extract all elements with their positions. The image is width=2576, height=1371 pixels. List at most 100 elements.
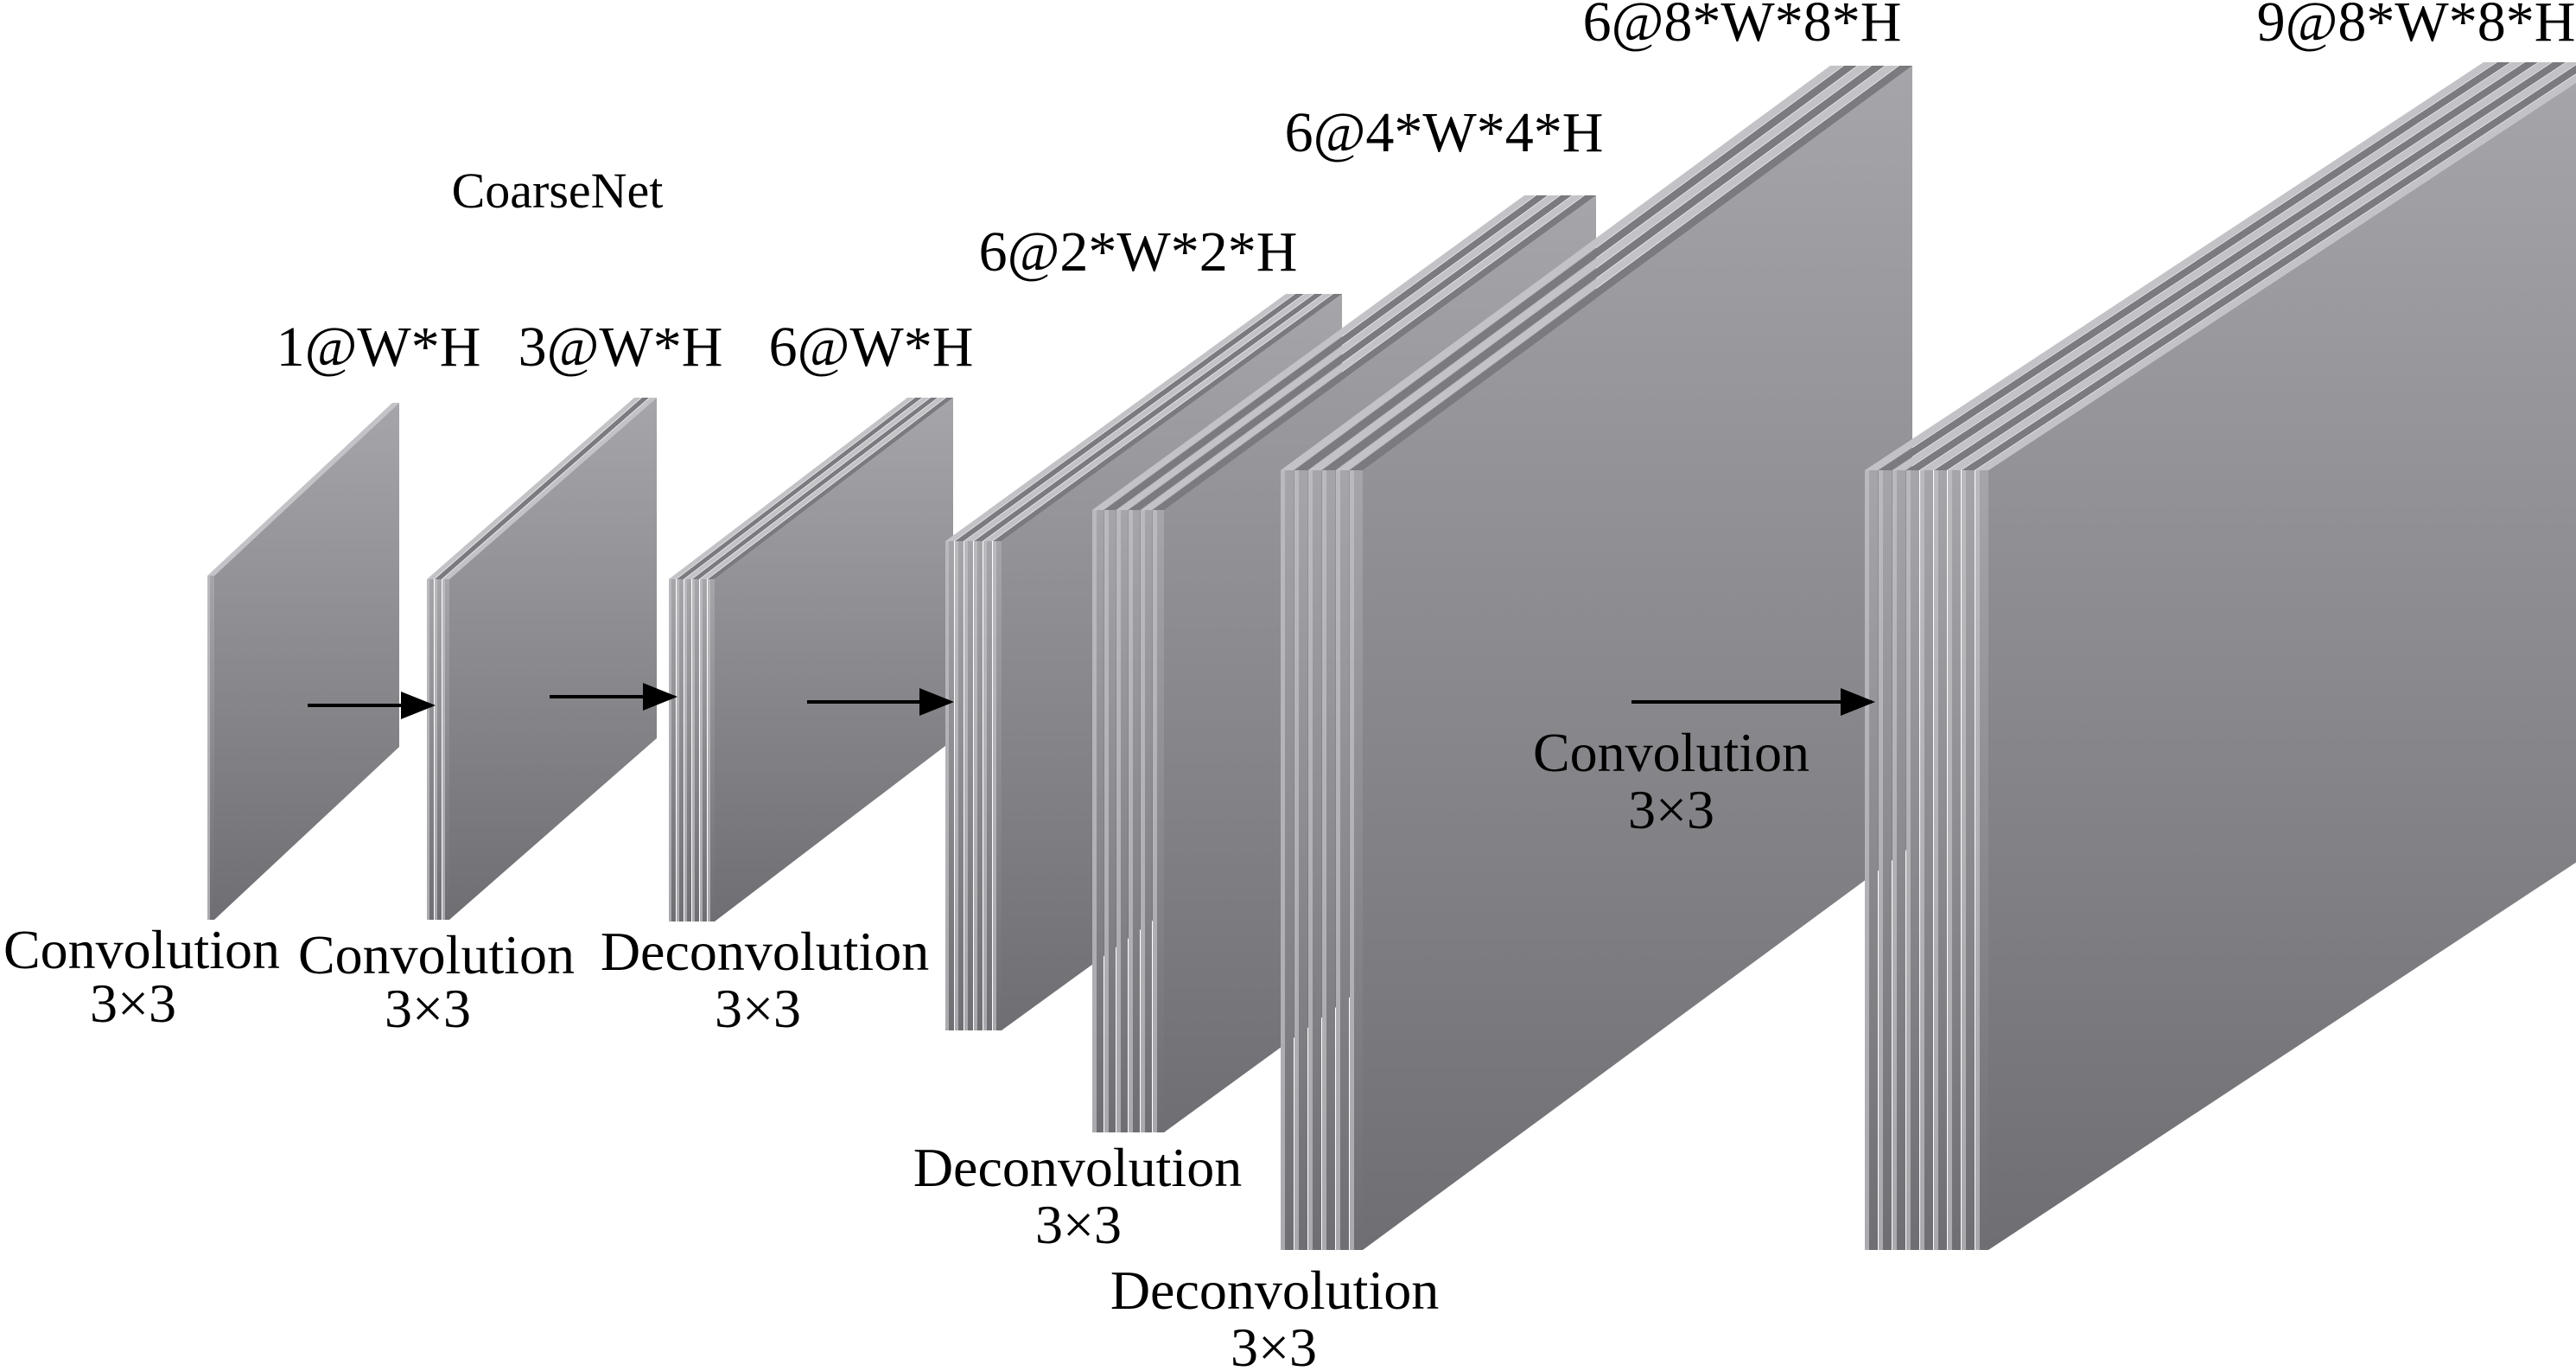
feature-map-channel-highlight [1350,470,1354,1250]
feature-map-channel [708,579,715,921]
op-6-kernel: 3×3 [1628,779,1714,840]
feature-map-top-edge [955,294,1304,541]
feature-map-channel-highlight [700,579,703,921]
feature-map-top-edge [1153,195,1596,510]
feature-map-channel-highlight [442,579,445,920]
feature-map-stack-1 [207,403,399,920]
feature-map-channel-highlight [1948,470,1952,1250]
feature-map-channel-highlight [1092,510,1097,1132]
op-3-kernel: 3×3 [715,978,801,1039]
feature-map-channel-highlight [1865,470,1869,1250]
feature-map-top-edge [1865,62,2496,470]
feature-map-channel-highlight [1141,510,1145,1132]
feature-map-channel-highlight [677,579,679,921]
op-1-kernel: 3×3 [90,972,176,1034]
feature-map-channel-highlight [1308,470,1313,1250]
layer-label-4: 6@2*W*2*H [979,220,1298,284]
feature-map-channel [677,579,684,921]
layer-label-7: 9@8*W*8*H [2257,0,2576,54]
feature-map-channel-highlight [1975,470,1980,1250]
feature-map-top-edge [1948,62,2576,470]
feature-map-top-edge [964,294,1313,541]
feature-map-channel-highlight [1906,470,1911,1250]
feature-map-channel [207,576,214,920]
feature-map-channel [964,541,973,1030]
op-4-kernel: 3×3 [1035,1194,1122,1255]
feature-map-channel-highlight [1116,510,1121,1132]
feature-map-channel-highlight [955,541,958,1030]
feature-map-channel [974,541,983,1030]
feature-map-channel [955,541,964,1030]
feature-map-top-edge [1116,195,1560,510]
feature-map-top-edge [974,294,1323,541]
layer-label-5: 6@4*W*4*H [1285,101,1604,164]
layer-label-2: 3@W*H [518,316,723,379]
diagram-title: CoarseNet [452,163,664,219]
feature-map-face [1988,82,2576,1250]
feature-map-channel-highlight [708,579,710,921]
feature-map-channel [700,579,707,921]
feature-map-stack-4 [945,294,1342,1030]
feature-map-top-edge [207,403,399,576]
op-3-name: Deconvolution [601,921,929,982]
feature-map-top-edge [1350,66,1912,470]
feature-map-top-edge [1129,195,1572,510]
feature-map-stack-3 [669,398,953,921]
feature-map-top-edge [708,398,953,579]
feature-map-channel [669,579,676,921]
feature-map-channel-highlight [427,579,429,920]
feature-map-channel-highlight [1322,470,1326,1250]
feature-map-top-edge [1092,195,1536,510]
feature-map-channel-highlight [1879,470,1883,1250]
feature-map-channel-highlight [692,579,695,921]
feature-map-top-edge [700,398,945,579]
feature-map-top-edge [669,398,914,579]
op-5-kernel: 3×3 [1231,1317,1317,1371]
feature-map-top-edge [1920,62,2552,470]
feature-map-top-edge [945,294,1294,541]
feature-map-channel [427,579,434,920]
feature-map-top-edge [427,398,641,579]
feature-map-top-edge [1104,195,1548,510]
feature-map-channel-highlight [435,579,437,920]
feature-map-face [715,398,953,921]
feature-map-top-edge [1975,73,2576,470]
feature-map-channel-highlight [1934,470,1938,1250]
feature-map-channel [442,579,449,920]
feature-map-channel-highlight [207,576,210,920]
feature-map-top-edge [1322,66,1885,470]
feature-map-channel-highlight [1281,470,1285,1250]
feature-map-top-edge [1934,62,2566,470]
feature-map-channel-highlight [1294,470,1299,1250]
feature-map-top-edge [435,398,649,579]
op-6-name: Convolution [1533,722,1810,783]
feature-map-channel-highlight [993,541,996,1030]
feature-map-channel [945,541,954,1030]
op-5-name: Deconvolution [1110,1259,1439,1321]
feature-map-top-edge [983,294,1333,541]
layer-label-1: 1@W*H [277,316,481,379]
feature-map-channel-highlight [945,541,949,1030]
feature-map-face [449,398,657,920]
feature-map-top-edge [1308,66,1871,470]
feature-map-stack-7 [1865,62,2576,1250]
layer-label-3: 6@W*H [769,316,974,379]
feature-map-channel-highlight [669,579,671,921]
feature-map-top-edge [1294,66,1857,470]
feature-map-channel [983,541,992,1030]
feature-map-top-edge [1962,65,2576,470]
feature-map-top-edge [993,294,1342,541]
feature-map-top-edge [1281,66,1843,470]
feature-map-top-edge [1336,66,1899,470]
feature-map-top-edge [1141,195,1584,510]
feature-map-channel-highlight [1892,470,1897,1250]
feature-map-face [214,403,399,920]
feature-map-top-edge [1879,62,2510,470]
op-1-name: Convolution [3,919,280,980]
feature-map-top-edge [684,398,930,579]
feature-map-top-edge [1892,62,2524,470]
feature-map-stack-2 [427,398,657,920]
feature-map-top-edge [442,398,657,579]
feature-map-stack-6 [1281,66,1912,1250]
feature-map-channel [684,579,691,921]
